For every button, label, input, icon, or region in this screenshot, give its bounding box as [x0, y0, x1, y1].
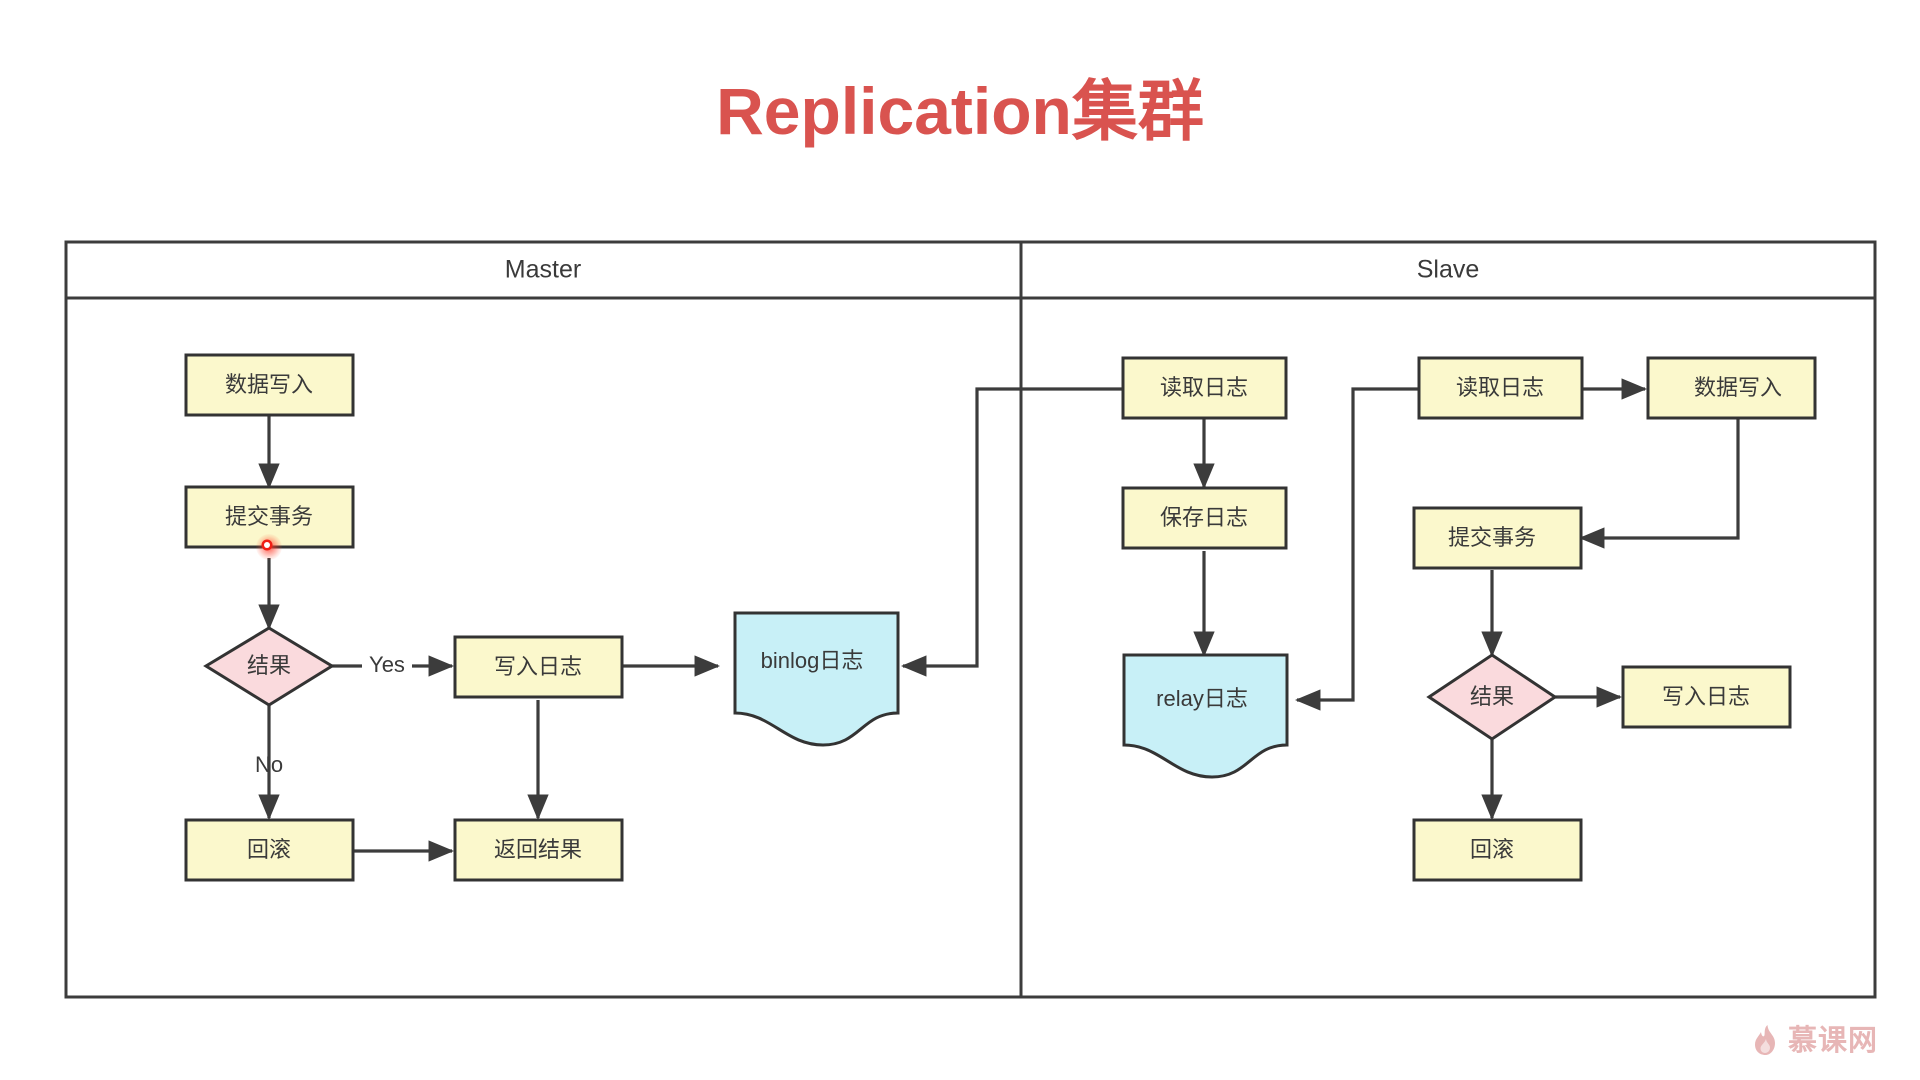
node-s-commit[interactable]: 提交事务 — [1412, 506, 1583, 570]
master-edges — [258, 387, 1123, 862]
node-s-read-log-2[interactable]: 读取日志 — [1417, 356, 1584, 420]
node-label: 数据写入 — [225, 372, 313, 397]
panel-title-slave: Slave — [1417, 256, 1480, 284]
edge-label-no: No — [255, 752, 283, 777]
node-label: 返回结果 — [494, 837, 582, 862]
node-label: binlog日志 — [761, 648, 864, 673]
node-m-commit[interactable]: 提交事务 — [184, 485, 355, 549]
panel-title-master: Master — [505, 256, 581, 284]
node-label: 数据写入 — [1694, 375, 1782, 400]
watermark: 慕课网 — [1751, 1024, 1878, 1058]
watermark-text: 慕课网 — [1787, 1024, 1878, 1057]
node-label: 写入日志 — [494, 654, 582, 679]
node-label: 回滚 — [1470, 837, 1514, 862]
node-m-write-data[interactable]: 数据写入 — [184, 353, 355, 417]
node-s-write-log[interactable]: 写入日志 — [1621, 665, 1792, 729]
node-label: 结果 — [247, 653, 291, 678]
flame-icon — [1754, 1025, 1775, 1055]
node-label: 保存日志 — [1160, 505, 1248, 530]
node-label: 读取日志 — [1160, 375, 1248, 400]
node-m-rollback[interactable]: 回滚 — [184, 818, 355, 882]
node-s-relay[interactable]: relay日志 — [1122, 653, 1289, 779]
edge-label-yes: Yes — [369, 652, 405, 677]
node-m-binlog[interactable]: binlog日志 — [733, 611, 900, 747]
node-s-result[interactable]: 结果 — [1426, 653, 1558, 741]
slave-edges — [1193, 378, 1740, 821]
node-m-return[interactable]: 返回结果 — [453, 818, 624, 882]
node-s-save-log[interactable]: 保存日志 — [1121, 486, 1288, 550]
node-label: 提交事务 — [1448, 525, 1536, 550]
node-label: 写入日志 — [1662, 684, 1750, 709]
node-label: 提交事务 — [225, 504, 313, 529]
node-m-result[interactable]: 结果 — [203, 626, 335, 707]
node-label: 读取日志 — [1456, 375, 1544, 400]
node-s-write-data[interactable]: 数据写入 — [1646, 356, 1817, 420]
node-m-write-log[interactable]: 写入日志 — [453, 635, 624, 699]
node-label: relay日志 — [1156, 686, 1248, 711]
node-label: 结果 — [1470, 684, 1514, 709]
node-s-read-log-1[interactable]: 读取日志 — [1121, 356, 1288, 420]
node-label: 回滚 — [247, 837, 291, 862]
node-s-rollback[interactable]: 回滚 — [1412, 818, 1583, 882]
page-title: Replication集群 — [716, 74, 1204, 148]
